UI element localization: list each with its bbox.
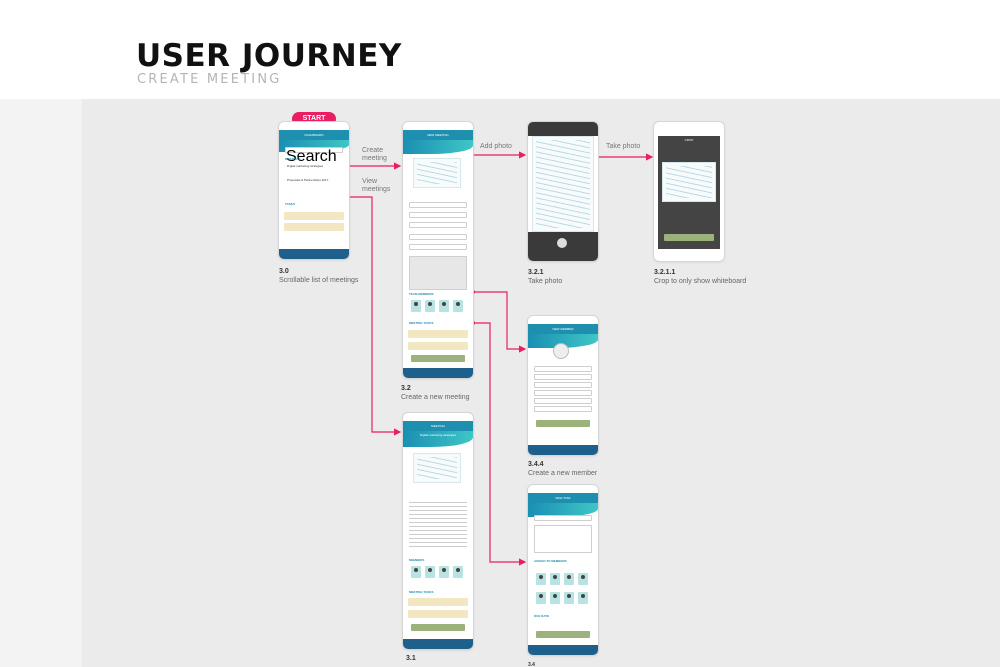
meeting-tasks-heading: MEETING TASKS: [409, 590, 434, 594]
meeting-item[interactable]: Proposals & Partnerships 2017: [287, 178, 329, 182]
team-members-heading: TEAM MEMBERS: [409, 292, 434, 296]
member-avatar[interactable]: [536, 573, 546, 585]
label-view-meetings: View meetings: [362, 178, 391, 193]
member-avatar[interactable]: [425, 300, 435, 312]
save-task-button[interactable]: [536, 631, 590, 638]
task-item[interactable]: [284, 212, 344, 220]
member-avatar[interactable]: [550, 573, 560, 585]
profile-icon[interactable]: [553, 343, 569, 359]
members-heading: MEMBERS: [409, 558, 425, 562]
member-avatar[interactable]: [536, 592, 546, 604]
crop-title: CROP: [684, 138, 694, 142]
meeting-tasks-heading: MEETING TASKS: [409, 321, 434, 325]
screen-crop[interactable]: CROP: [654, 122, 724, 261]
member-avatar[interactable]: [439, 566, 449, 578]
meeting-notes: [409, 499, 467, 549]
label-add-photo: Add photo: [480, 143, 512, 150]
camera-viewfinder: [532, 136, 594, 232]
member-avatar[interactable]: [439, 300, 449, 312]
assign-heading: ASSIGN TO MEMBERS: [534, 559, 567, 563]
page-title: USER JOURNEY: [136, 38, 402, 74]
bottom-nav[interactable]: [528, 445, 598, 455]
task-item[interactable]: [408, 598, 468, 606]
member-avatar[interactable]: [550, 592, 560, 604]
due-date-heading: DUE DATE: [534, 614, 550, 618]
journey-canvas: [0, 99, 1000, 667]
screen-header: NEW MEETING: [403, 130, 473, 140]
page-subtitle: CREATE MEETING: [137, 72, 282, 87]
screen-header: DASHBOARD: [279, 130, 349, 140]
member-avatar[interactable]: [564, 592, 574, 604]
bottom-nav[interactable]: [403, 368, 473, 378]
task-description[interactable]: [534, 525, 592, 553]
tasks-heading: TASKS: [285, 202, 295, 206]
screen-new-member[interactable]: NEW MEMBER: [528, 316, 598, 455]
whiteboard-photo: [413, 158, 461, 188]
member-avatar[interactable]: [578, 592, 588, 604]
edit-meeting-button[interactable]: [411, 624, 465, 631]
bottom-nav[interactable]: [403, 639, 473, 649]
label-take-photo: Take photo: [606, 143, 641, 150]
member-avatar[interactable]: [411, 566, 421, 578]
member-avatar[interactable]: [411, 300, 421, 312]
task-item[interactable]: [408, 342, 468, 350]
screen-new-meeting[interactable]: NEW MEETING TEAM MEMBERS MEETING TASKS: [403, 122, 473, 378]
screen-header: NEW TASK: [528, 493, 598, 503]
label-create-meeting: Create meeting: [362, 147, 387, 162]
bottom-nav[interactable]: [279, 249, 349, 259]
save-meeting-button[interactable]: [411, 355, 465, 362]
screen-header: MEETING: [403, 421, 473, 431]
screen-meeting-details[interactable]: MEETING Digital marketing strategies MEM…: [403, 413, 473, 649]
member-avatar[interactable]: [425, 566, 435, 578]
screen-header: NEW MEMBER: [528, 324, 598, 334]
screen-take-photo[interactable]: [528, 122, 598, 261]
notes-field[interactable]: [409, 256, 467, 290]
task-item[interactable]: [408, 330, 468, 338]
task-item[interactable]: [408, 610, 468, 618]
member-avatar[interactable]: [453, 300, 463, 312]
screen-new-task[interactable]: NEW TASK ASSIGN TO MEMBERS DUE DATE: [528, 485, 598, 655]
shutter-button[interactable]: [557, 238, 567, 248]
member-avatar[interactable]: [578, 573, 588, 585]
save-member-button[interactable]: [536, 420, 590, 427]
crop-confirm-button[interactable]: [664, 234, 714, 241]
task-item[interactable]: [284, 223, 344, 231]
search-input[interactable]: Search: [285, 147, 343, 165]
caption-3-4: 3.4: [528, 662, 535, 667]
member-avatar[interactable]: [564, 573, 574, 585]
meetings-heading: MEETINGS: [285, 157, 301, 161]
screen-dashboard[interactable]: DASHBOARD Search MEETINGS Digital market…: [279, 122, 349, 259]
cropped-whiteboard: [662, 162, 716, 202]
bottom-nav[interactable]: [528, 645, 598, 655]
meeting-subtitle: Digital marketing strategies: [419, 433, 457, 437]
caption-3-1: 3.1: [406, 655, 416, 662]
member-avatar[interactable]: [453, 566, 463, 578]
whiteboard-photo: [413, 453, 461, 483]
meeting-item[interactable]: Digital marketing strategies: [287, 164, 324, 168]
